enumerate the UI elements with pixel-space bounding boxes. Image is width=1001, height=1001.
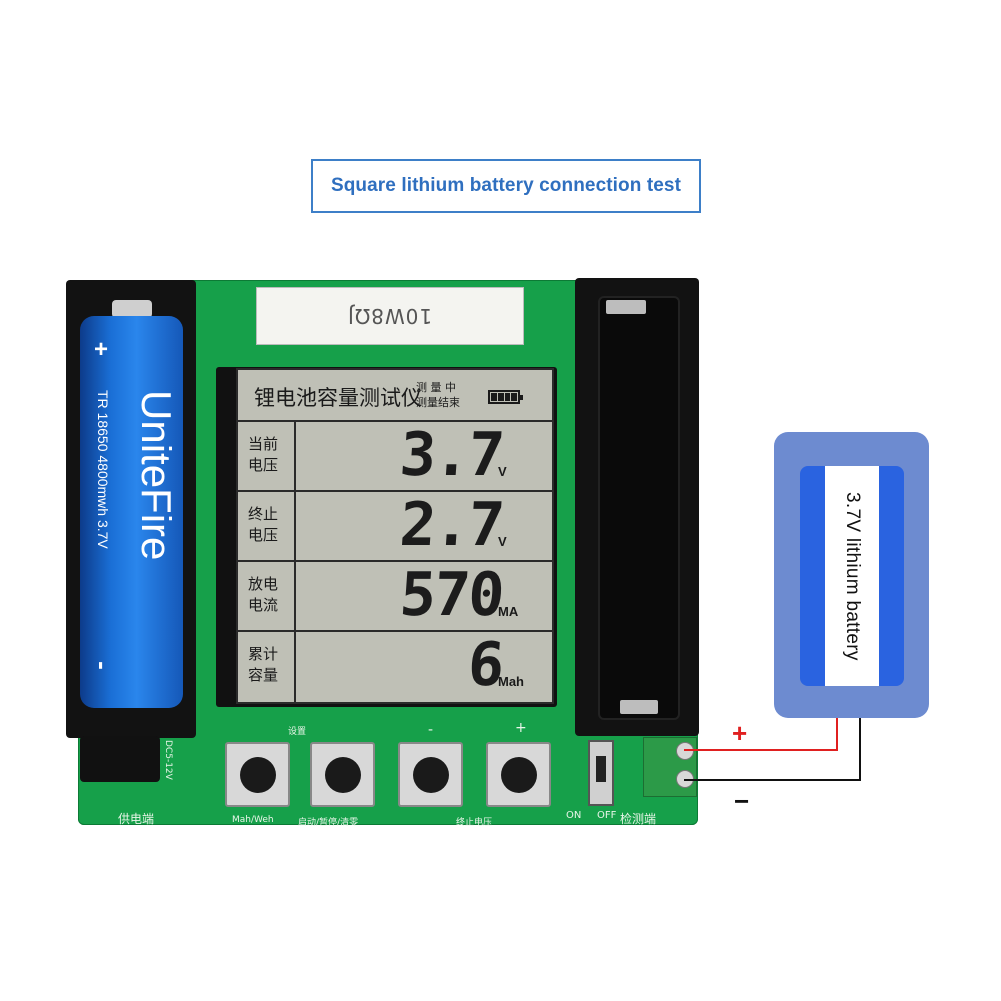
button-label-minus: -: [428, 722, 434, 738]
row-divider: [294, 492, 296, 562]
page-title: Square lithium battery connection test: [330, 175, 682, 196]
battery-18650: [80, 316, 183, 708]
lcd-row-current-voltage: 当前电压 3.7 V: [238, 420, 552, 492]
minus-button[interactable]: [398, 742, 463, 807]
dc-voltage-label: DC5-12V: [163, 740, 173, 780]
positive-wire: [684, 715, 838, 751]
row-label: 累计容量: [248, 645, 279, 684]
power-input-label: 供电端: [118, 812, 155, 826]
title-box: Square lithium battery connection test: [311, 159, 701, 213]
button-label-cutoff: 终止电压: [456, 818, 493, 828]
power-resistor: 10W8ΩJ: [256, 287, 524, 345]
lcd-row-discharge-current: 放电电流 570 MA: [238, 560, 552, 632]
switch-off-label: OFF: [597, 810, 617, 821]
current-voltage-unit: V: [498, 464, 507, 479]
lcd-display: 锂电池容量测试仪 测 量 中 测量结束 当前电压 3.7 V 终止电压 2.7 …: [236, 368, 554, 704]
settings-button[interactable]: [310, 742, 375, 807]
discharge-current-unit: MA: [498, 604, 519, 619]
positive-sign: +: [732, 718, 748, 748]
right-holder-spring-top: [606, 300, 646, 314]
battery-spec: TR 18650 4800mwh 3.7V: [95, 390, 111, 549]
battery-level-icon: [488, 390, 523, 404]
right-holder-slot: [598, 296, 680, 720]
button-label-mah: Mah/Weh: [232, 815, 274, 825]
lithium-battery-strip: 3.7V lithium battery: [825, 466, 879, 686]
negative-wire: [684, 715, 861, 781]
lithium-battery-label: 3.7V lithium battery: [842, 491, 863, 661]
row-label: 终止电压: [248, 505, 279, 544]
row-divider: [294, 562, 296, 632]
row-divider: [294, 422, 296, 492]
battery-cap: [112, 300, 152, 318]
button-label-start: 启动/暂停/清零: [298, 818, 359, 828]
lcd-row-cutoff-voltage: 终止电压 2.7 V: [238, 490, 552, 562]
battery-brand: UniteFire: [133, 390, 172, 560]
mode-button[interactable]: [225, 742, 290, 807]
switch-on-label: ON: [566, 810, 582, 821]
row-label: 放电电流: [248, 575, 279, 614]
row-divider: [294, 632, 296, 702]
power-switch[interactable]: [588, 740, 614, 806]
plus-button[interactable]: [486, 742, 551, 807]
capacity-unit: Mah: [498, 674, 524, 689]
dc-jack: [80, 736, 160, 782]
battery-label: UniteFire TR 18650 4800mwh 3.7V: [95, 390, 172, 560]
lcd-title: 锂电池容量测试仪: [254, 386, 422, 410]
status-measuring: 测 量 中: [416, 381, 456, 394]
negative-sign: −: [734, 786, 750, 816]
cutoff-voltage-unit: V: [498, 534, 507, 549]
lcd-row-capacity: 累计容量 6 Mah: [238, 630, 552, 702]
right-holder-spring-bottom: [620, 700, 658, 714]
battery-plus-mark: +: [94, 336, 109, 363]
row-label: 当前电压: [248, 435, 279, 474]
button-label-settings: 设置: [288, 727, 307, 737]
lcd-status: 测 量 中 测量结束: [416, 380, 460, 410]
detect-label: 检测端: [620, 812, 657, 826]
button-label-plus: +: [515, 720, 527, 736]
status-finished: 测量结束: [416, 396, 460, 409]
